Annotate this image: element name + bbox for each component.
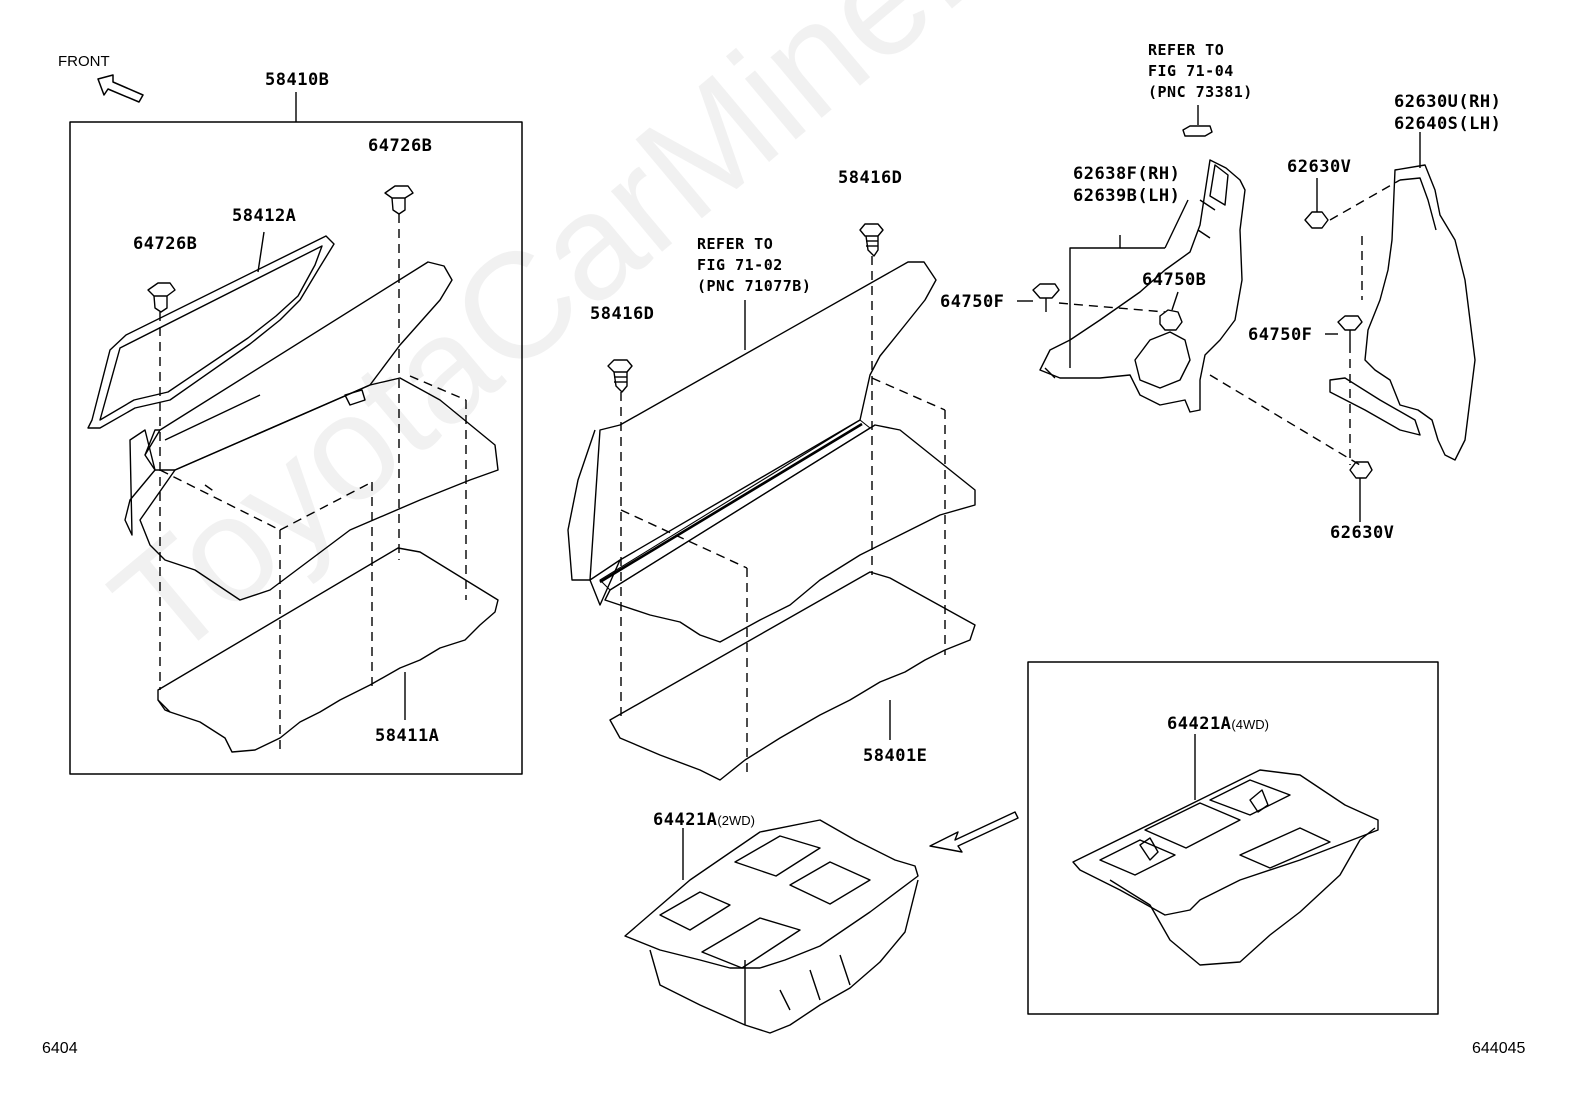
front-arrow-icon xyxy=(97,74,144,103)
assembly-lines-right xyxy=(1058,179,1401,466)
assembly-lines-left xyxy=(159,214,467,752)
footer-right-code: 644045 xyxy=(1472,1040,1526,1057)
arrow-4wd-to-2wd-icon xyxy=(929,811,1019,853)
part-number: 64421A xyxy=(1167,714,1232,734)
clip-64726B-left-icon xyxy=(147,282,176,313)
part-label-62640S[interactable]: 62640S(LH) xyxy=(1394,114,1502,134)
trim-panel-62630U xyxy=(1329,164,1476,461)
screw-58416D-top-icon xyxy=(859,223,884,257)
part-label-64421A-2wd[interactable]: 64421A(2WD) xyxy=(653,810,755,831)
floor-board-58411A xyxy=(157,547,499,753)
part-label-58412A[interactable]: 58412A xyxy=(232,206,297,226)
part-label-62638F[interactable]: 62638F(RH) xyxy=(1073,164,1181,184)
part-label-64750F-right[interactable]: 64750F xyxy=(1248,325,1313,345)
part-label-62630V-top[interactable]: 62630V xyxy=(1287,157,1352,177)
tray-64421A-4wd xyxy=(1072,769,1379,966)
part-label-58416D-left[interactable]: 58416D xyxy=(590,304,655,324)
part-label-58401E[interactable]: 58401E xyxy=(863,746,928,766)
part-label-62639B[interactable]: 62639B(LH) xyxy=(1073,186,1181,206)
clip-62630V-bottom-icon xyxy=(1349,461,1373,479)
deck-board-58401E-lower xyxy=(604,424,976,643)
trim-panel-62638F xyxy=(1039,159,1246,413)
front-label: FRONT xyxy=(58,53,110,70)
part-label-58416D-top[interactable]: 58416D xyxy=(838,168,903,188)
clip-64750B-icon xyxy=(1159,309,1183,331)
part-label-64421A-4wd[interactable]: 64421A(4WD) xyxy=(1167,714,1269,735)
clip-64750F-left-icon xyxy=(1032,283,1060,312)
part-label-64750F-left[interactable]: 64750F xyxy=(940,292,1005,312)
screw-58416D-left-icon xyxy=(607,359,633,393)
part-label-64726B-top[interactable]: 64726B xyxy=(368,136,433,156)
floor-board-58401E xyxy=(609,571,976,781)
refer-fig-71-02[interactable]: REFER TO FIG 71-02 (PNC 71077B) xyxy=(697,235,812,295)
part-label-64726B-left[interactable]: 64726B xyxy=(133,234,198,254)
clip-62630V-top-icon xyxy=(1304,211,1329,229)
part-label-58410B[interactable]: 58410B xyxy=(265,70,330,90)
part-label-62630U[interactable]: 62630U(RH) xyxy=(1394,92,1502,112)
part-number: 64421A xyxy=(653,810,718,830)
variant-suffix: (4WD) xyxy=(1231,717,1269,732)
deck-board-58410B xyxy=(124,261,499,601)
assembly-lines-middle xyxy=(620,256,946,775)
part-label-62630V-bottom[interactable]: 62630V xyxy=(1330,523,1395,543)
clip-64726B-top-icon xyxy=(384,185,414,215)
variant-suffix: (2WD) xyxy=(717,813,755,828)
leaders-right xyxy=(1017,105,1421,522)
footer-left-code: 6404 xyxy=(42,1040,78,1057)
refer-fig-71-04[interactable]: REFER TO FIG 71-04 (PNC 73381) xyxy=(1148,41,1253,101)
part-label-64750B[interactable]: 64750B xyxy=(1142,270,1207,290)
tray-64421A-2wd xyxy=(624,819,919,1034)
group-box-64421A-4wd xyxy=(1027,661,1439,1015)
tab-73381-icon xyxy=(1182,125,1213,137)
deck-board-58401E-upper xyxy=(567,261,937,606)
clip-64750F-right-icon xyxy=(1337,315,1363,344)
part-label-58411A[interactable]: 58411A xyxy=(375,726,440,746)
deck-board-58412A-frame xyxy=(87,231,335,429)
